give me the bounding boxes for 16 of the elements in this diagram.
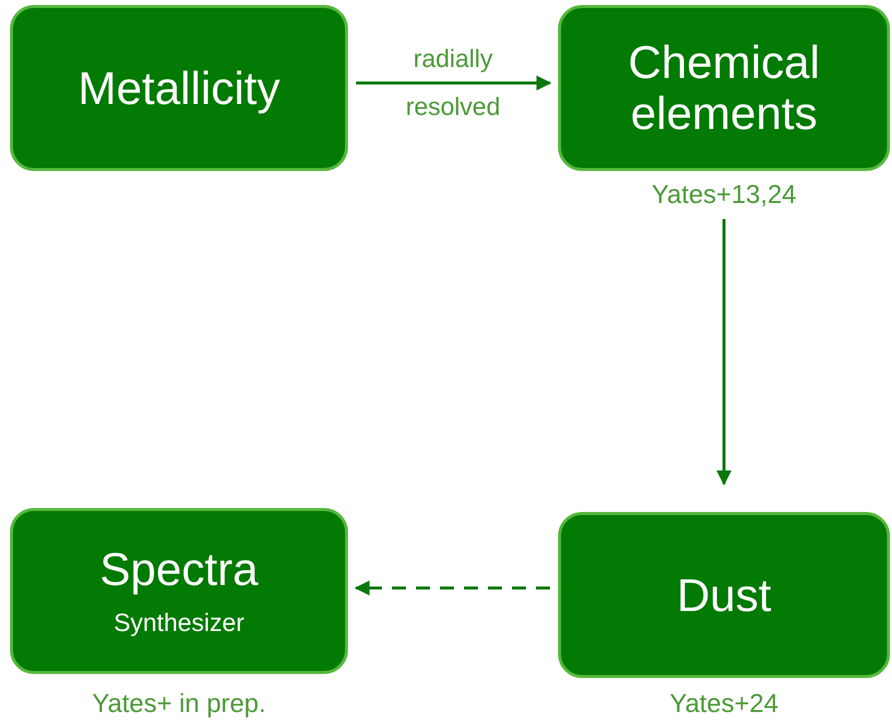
process-box	[10, 5, 348, 171]
node-title: Metallicity	[77, 62, 281, 114]
node-title: Chemical elements	[627, 37, 821, 139]
arrow	[356, 76, 552, 90]
reference-note: Yates+24	[668, 688, 780, 719]
reference-note: Yates+13,24	[650, 179, 798, 210]
node-subtitle: Synthesizer	[114, 608, 244, 638]
process-box	[10, 508, 348, 674]
arrow	[354, 580, 550, 596]
node-title: Dust	[676, 570, 772, 620]
arrow	[716, 219, 732, 486]
process-box	[558, 512, 890, 678]
process-box	[558, 5, 890, 171]
reference-note: Yates+ in prep.	[91, 688, 267, 719]
node-title: Spectra	[98, 544, 260, 595]
edge-label: radially resolved	[404, 44, 502, 123]
